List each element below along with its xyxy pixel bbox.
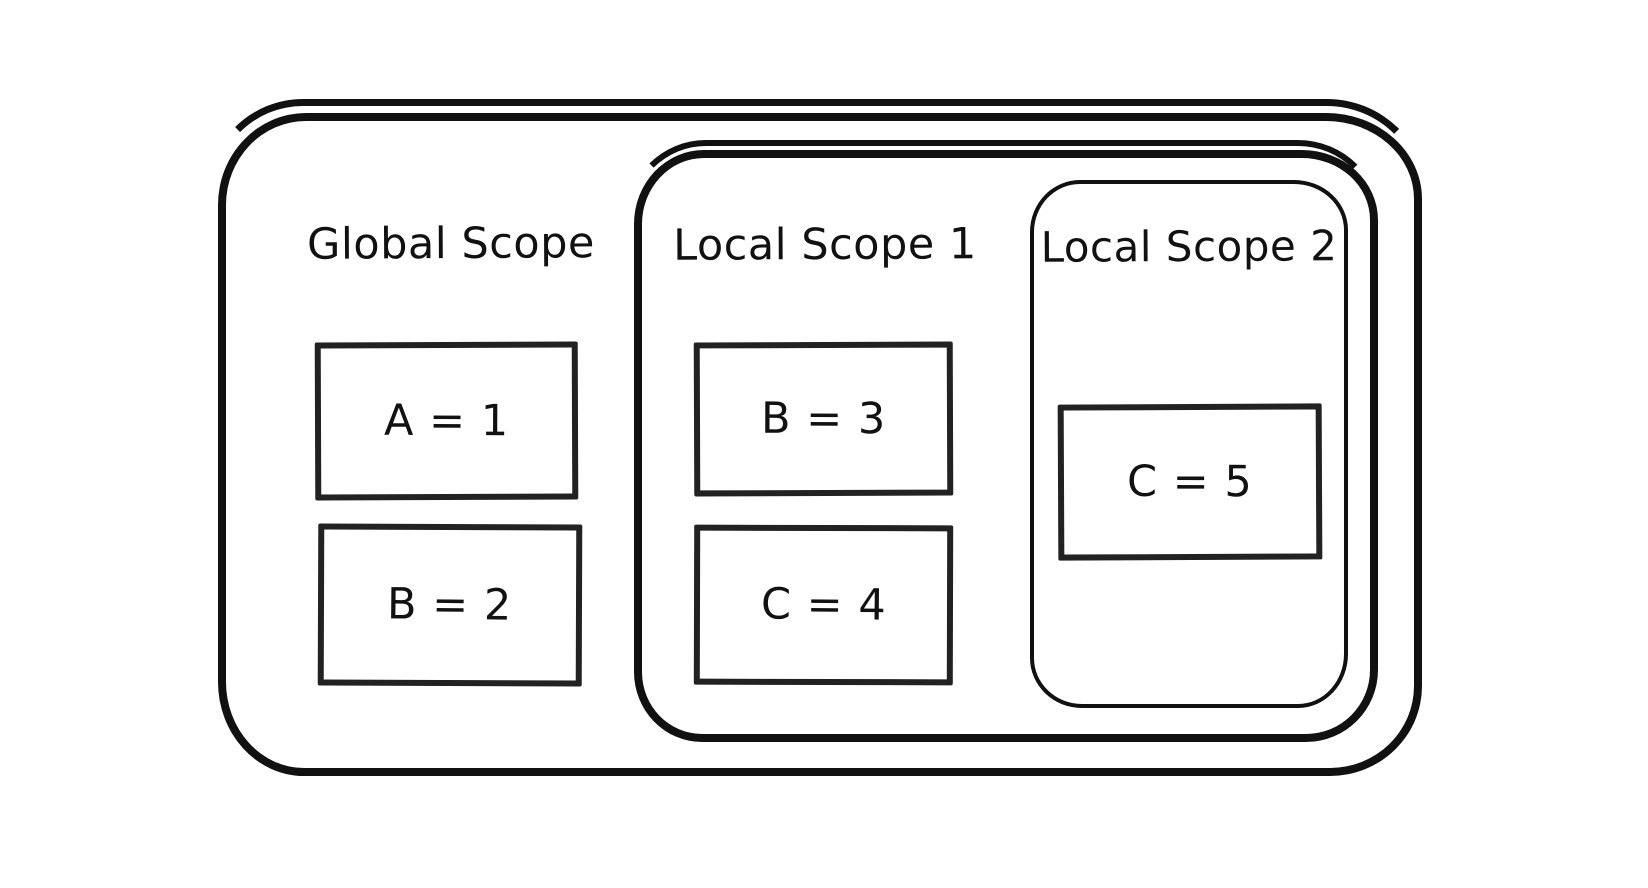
local-scope-2-label: Local Scope 2 (1040, 221, 1338, 272)
variable-box-b-2: B = 2 (317, 523, 583, 687)
variable-text-b-2: B = 2 (387, 579, 513, 631)
variable-box-a-1: A = 1 (314, 341, 579, 501)
variable-box-c-5: C = 5 (1057, 403, 1323, 561)
local-scope-1-container: Local Scope 1 B = 3 C = 4 Local Scope 2 … (626, 140, 1382, 742)
variable-box-c-4: C = 4 (693, 524, 954, 686)
local-scope-2-container: Local Scope 2 C = 5 (1030, 180, 1348, 708)
variable-box-b-3: B = 3 (693, 341, 954, 497)
variable-text-c-4: C = 4 (760, 579, 887, 631)
variable-text-c-5: C = 5 (1127, 456, 1253, 508)
variable-text-b-3: B = 3 (760, 393, 887, 445)
local-scope-1-label: Local Scope 1 (673, 219, 977, 271)
variable-text-a-1: A = 1 (383, 395, 510, 447)
global-scope-container: Global Scope A = 1 B = 2 Local Scope 1 B… (207, 99, 1429, 776)
global-scope-label: Global Scope (306, 218, 596, 270)
